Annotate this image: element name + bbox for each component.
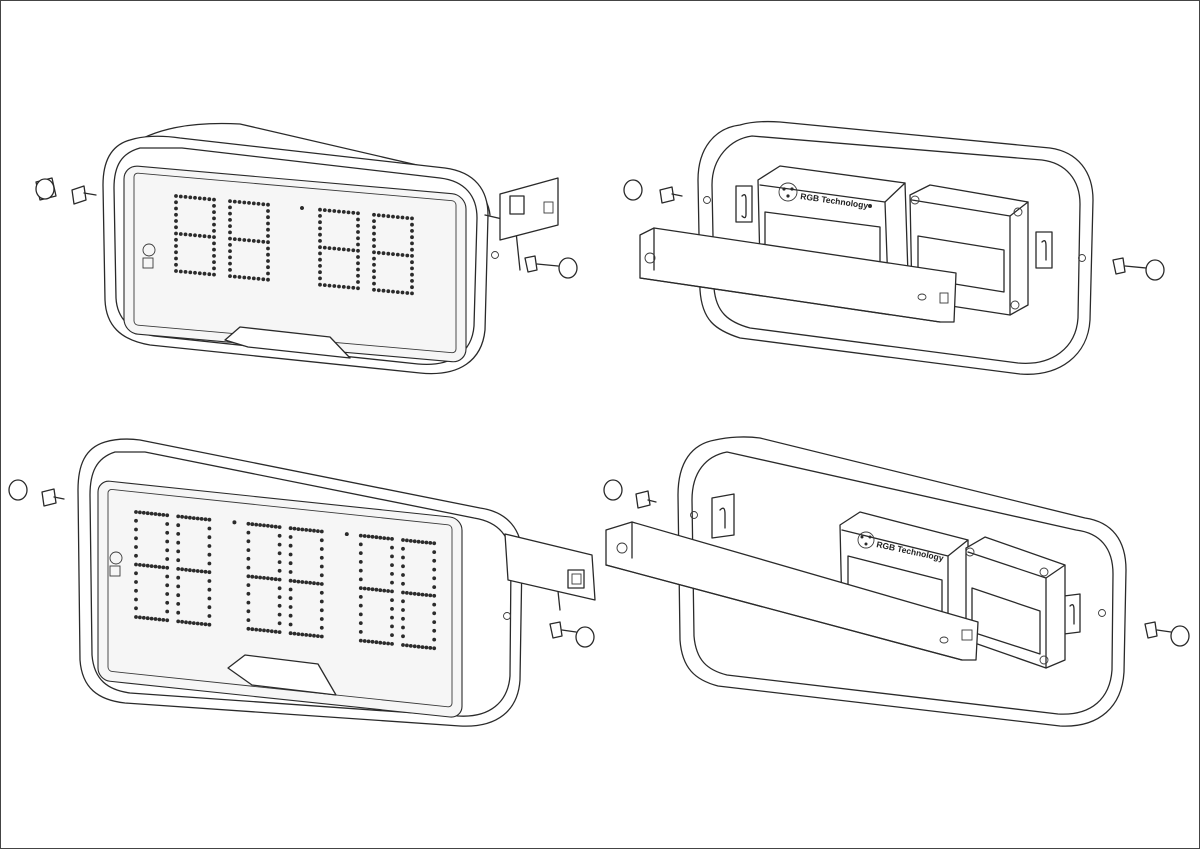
large-front-icon-left (109, 551, 123, 577)
large-rear-view: RGB Technology (603, 436, 1190, 727)
large-front-bottom-tab (227, 654, 337, 696)
mounting-bracket-icon (605, 521, 979, 661)
led-colon-dot (344, 532, 349, 537)
small-front-bottom-tab (224, 326, 351, 359)
led-digit (246, 521, 282, 634)
mounting-bracket-icon (499, 177, 559, 241)
bolt-icon (8, 479, 65, 507)
small-front-view (35, 122, 578, 375)
led-digit (228, 199, 270, 282)
bolt-icon (603, 479, 657, 509)
small-front-led-digits (174, 194, 414, 296)
large-front-display-panel (97, 480, 463, 718)
logo-icon (778, 182, 798, 202)
led-digit (358, 533, 394, 646)
led-digit (134, 510, 170, 623)
mounting-bracket-icon (639, 227, 957, 323)
hook-slot-icon (711, 493, 1081, 635)
led-digit (401, 538, 437, 651)
led-digit (174, 194, 216, 277)
led-colon-dot (300, 206, 304, 210)
led-digit (318, 207, 360, 291)
led-digit (176, 514, 212, 627)
small-front-icon-left (142, 243, 156, 269)
bolt-icon (35, 177, 97, 205)
mounting-bracket-icon (504, 533, 596, 601)
cap-nut-icon (549, 621, 595, 648)
led-digit (372, 212, 414, 296)
cap-nut-icon (1112, 257, 1165, 281)
large-front-view (8, 438, 596, 727)
small-rear-view: RGB Technology (623, 120, 1165, 375)
logo-icon (857, 531, 875, 549)
large-front-led-digits (134, 510, 437, 651)
bolt-icon (623, 179, 683, 204)
hook-slot-icon (735, 185, 1053, 269)
led-colon-dot (232, 520, 237, 525)
cap-nut-icon (1144, 621, 1190, 647)
cap-nut-icon (524, 255, 578, 279)
led-digit (288, 526, 324, 639)
